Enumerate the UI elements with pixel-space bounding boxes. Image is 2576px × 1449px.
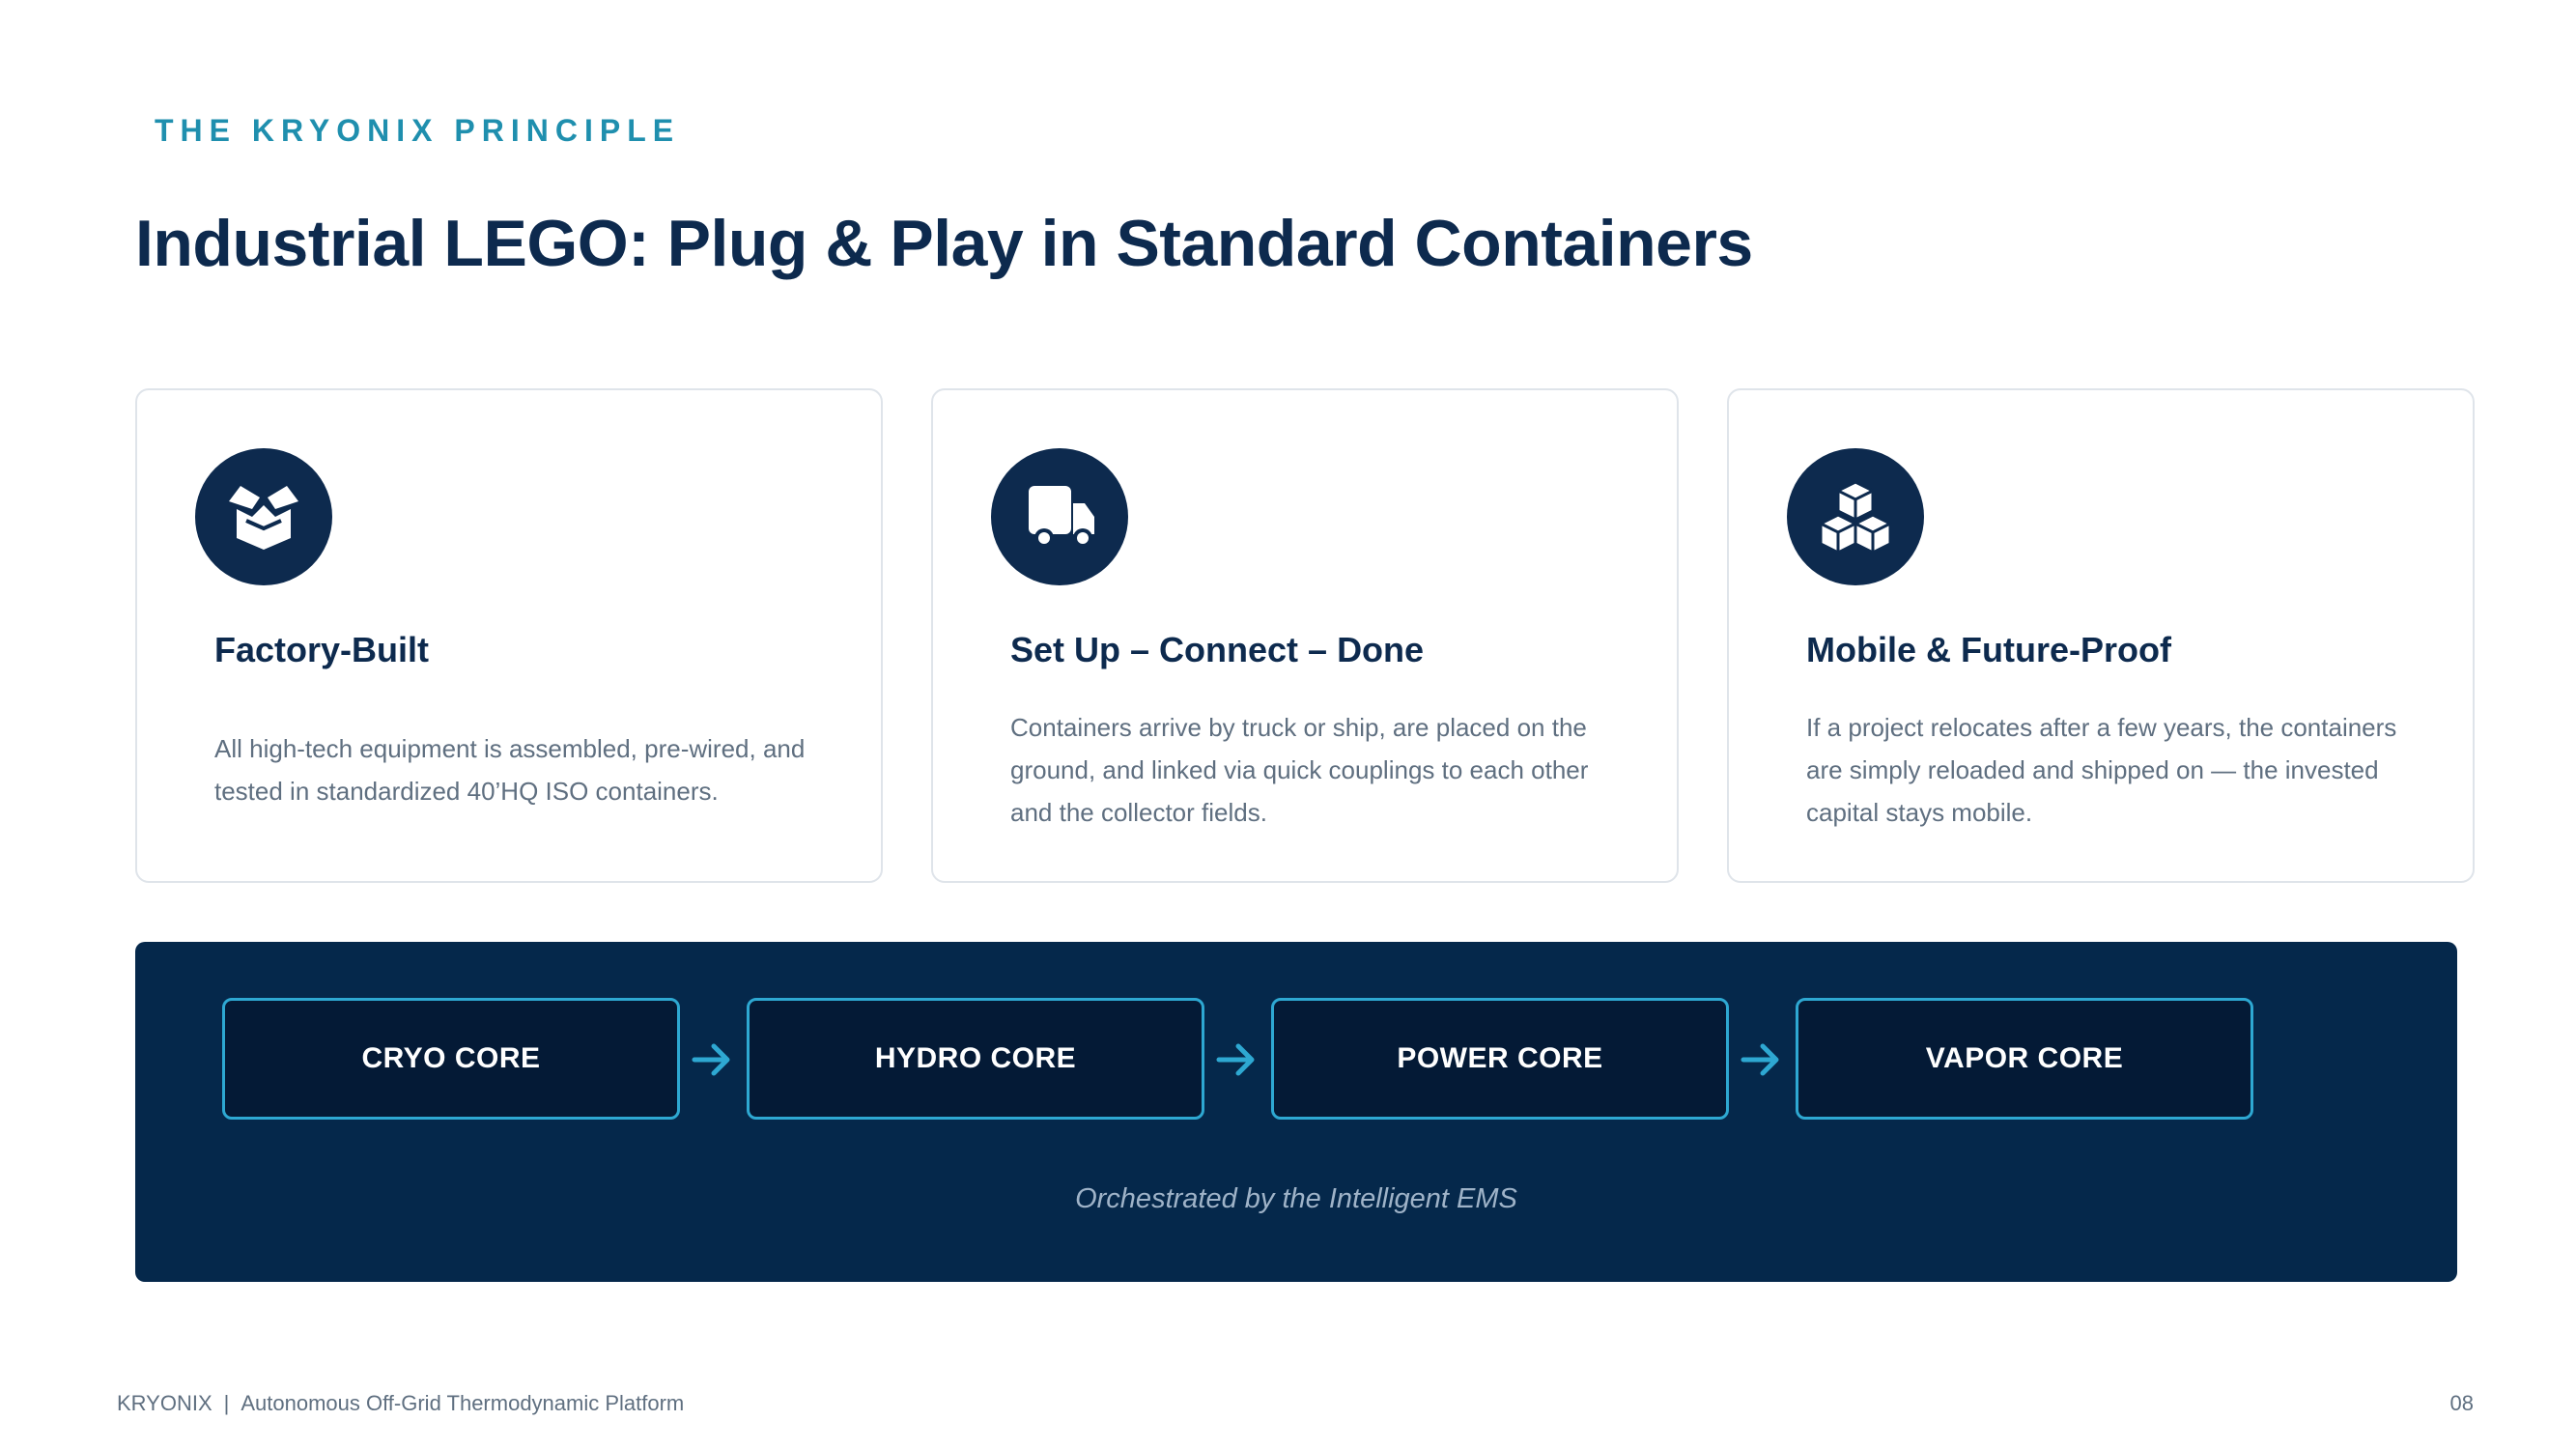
core-box-vapor: VAPOR CORE — [1796, 998, 2253, 1120]
footer-separator: | — [223, 1391, 230, 1415]
open-box-icon — [195, 448, 332, 585]
cubes-icon — [1787, 448, 1924, 585]
card-body-text: If a project relocates after a few years… — [1806, 713, 2397, 827]
card-title: Factory-Built — [214, 630, 430, 669]
card-factory-built: Factory-Built All high-tech equipment is… — [135, 388, 883, 883]
card-body: Containers arrive by truck or ship, are … — [1010, 697, 1628, 842]
footer: KRYONIX | Autonomous Off-Grid Thermodynami… — [117, 1391, 684, 1416]
card-set-up: Set Up – Connect – Done Containers arriv… — [931, 388, 1679, 883]
arrow-right-icon — [692, 1043, 730, 1076]
card-body-text: Containers arrive by truck or ship, are … — [1010, 713, 1589, 827]
card-title: Mobile & Future-Proof — [1806, 630, 2171, 669]
core-pipeline-band: CRYO CORE HYDRO CORE POWER CORE VAPOR CO… — [135, 942, 2457, 1282]
truck-icon — [991, 448, 1128, 585]
card-title: Set Up – Connect – Done — [1010, 630, 1425, 669]
core-box-cryo: CRYO CORE — [222, 998, 680, 1120]
card-body-text: All high-tech equipment is assembled, pr… — [214, 734, 806, 806]
arrow-right-icon — [1216, 1043, 1255, 1076]
arrow-right-icon — [1741, 1043, 1779, 1076]
eyebrow-label: THE KRYONIX PRINCIPLE — [155, 113, 681, 148]
footer-brand: KRYONIX — [117, 1391, 212, 1415]
core-box-hydro: HYDRO CORE — [747, 998, 1204, 1120]
page-number: 08 — [2449, 1391, 2474, 1415]
core-box-power: POWER CORE — [1271, 998, 1729, 1120]
footer-tagline: Autonomous Off-Grid Thermodynamic Platfo… — [241, 1391, 685, 1415]
card-body: All high-tech equipment is assembled, pr… — [214, 697, 833, 842]
page-title: Industrial LEGO: Plug & Play in Standard… — [135, 207, 1753, 280]
card-mobile: Mobile & Future-Proof If a project reloc… — [1727, 388, 2475, 883]
card-body: If a project relocates after a few years… — [1806, 697, 2424, 842]
pipeline-caption: Orchestrated by the Intelligent EMS — [1075, 1183, 1517, 1214]
